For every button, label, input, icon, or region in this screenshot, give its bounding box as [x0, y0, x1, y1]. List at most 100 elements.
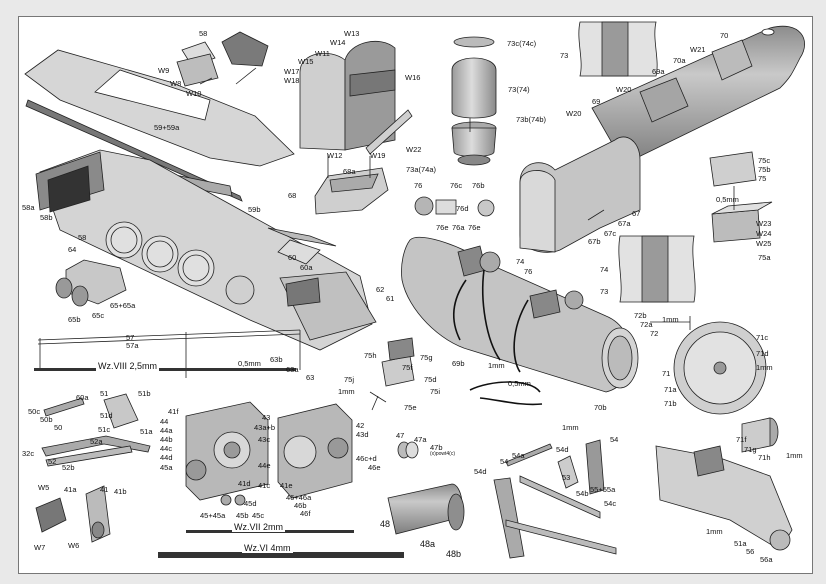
label-70: 70: [720, 31, 729, 40]
label-73c: 73c(74c): [507, 39, 537, 48]
label-0-5mm-75: 0,5mm: [716, 195, 739, 204]
part-cab-w11-w19: [299, 40, 413, 155]
label-75g: 75g: [420, 353, 433, 362]
label-w12: W12: [327, 151, 343, 160]
scale-label-vi: Wz.VI 4mm: [242, 543, 293, 553]
label-67c: 67c: [604, 229, 617, 238]
label-46cd: 46c+d: [356, 454, 377, 463]
label-69: 69: [592, 97, 601, 106]
part-41-bracket: [35, 485, 111, 543]
label-w7: W7: [34, 543, 46, 552]
label-1mm-72: 1mm: [662, 315, 679, 324]
label-w23: W23: [756, 219, 772, 228]
label-71g: 71g: [744, 445, 757, 454]
label-63: 63: [306, 373, 315, 382]
part-71-smokebox-door: [673, 321, 767, 415]
label-45-45a: 45+45a: [200, 511, 226, 520]
label-54-left: 54: [500, 457, 509, 466]
label-w24: W24: [756, 229, 772, 238]
label-43: 43: [262, 413, 271, 422]
label-60: 60: [288, 253, 297, 262]
label-76a: 76a: [452, 223, 465, 232]
label-75d: 75d: [424, 375, 437, 384]
label-1mm-56: 1mm: [706, 527, 723, 536]
label-60a-linkage: 60a: [76, 393, 89, 402]
label-51: 51: [100, 389, 109, 398]
part-67-firebox: [519, 136, 641, 253]
label-1mm-75: 1mm: [338, 387, 355, 396]
label-1mm-71: 1mm: [756, 363, 773, 372]
part-54-valve-gear: [493, 439, 617, 559]
label-50c: 50c: [28, 407, 41, 416]
part-boiler-assembly: [401, 236, 639, 393]
label-71c: 71c: [756, 333, 769, 342]
label-75e: 75e: [404, 403, 417, 412]
label-75h: 75h: [364, 351, 377, 360]
label-58a: 58a: [22, 203, 35, 212]
part-56-crosshead-assembly: [655, 445, 793, 551]
label-43d: 43d: [356, 430, 369, 439]
label-47b: 47b: [430, 443, 443, 452]
label-45c: 45c: [252, 511, 265, 520]
label-54d: 54d: [474, 467, 487, 476]
label-45b: 45b: [236, 511, 249, 520]
label-70a: 70a: [673, 56, 686, 65]
label-46-46a: 46+46a: [286, 493, 312, 502]
label-47a: 47a: [414, 435, 427, 444]
part-cylinder-left: [185, 401, 269, 501]
label-68a: 68a: [343, 167, 356, 176]
part-75-fittings-small: [369, 337, 415, 411]
scale-label-viii: Wz.VIII 2,5mm: [96, 361, 160, 371]
label-w19: W19: [370, 151, 386, 160]
label-57: 57: [126, 333, 135, 342]
part-pipes: [452, 269, 543, 406]
label-41f: 41f: [168, 407, 179, 416]
part-59-running-board: [24, 49, 295, 202]
label-76e: 76e: [436, 223, 449, 232]
label-52a: 52a: [90, 437, 103, 446]
label-60a: 60a: [300, 263, 313, 272]
label-54d-top: 54d: [556, 445, 569, 454]
label-1mm-54: 1mm: [562, 423, 579, 432]
label-44b: 44b: [160, 435, 173, 444]
label-44c: 44c: [160, 444, 173, 453]
label-44e: 44e: [258, 461, 271, 470]
part-60: [267, 227, 337, 265]
label-59: 59+59a: [154, 123, 180, 132]
label-w10: W10: [186, 89, 202, 98]
label-w25: W25: [756, 239, 772, 248]
label-75c: 75c: [758, 156, 771, 165]
label-64: 64: [68, 245, 77, 254]
label-47: 47: [396, 431, 405, 440]
label-72b: 72b: [634, 311, 647, 320]
label-0-5mm-boiler: 0,5mm: [508, 379, 531, 388]
label-68: 68: [288, 191, 297, 200]
label-w16: W16: [405, 73, 421, 82]
assembly-arrows: [199, 67, 735, 330]
label-1mm-boiler: 1mm: [488, 361, 505, 370]
label-45d: 45d: [244, 499, 257, 508]
label-65-65a: 65+65a: [110, 301, 136, 310]
label-54c: 54c: [604, 499, 617, 508]
label-54b: 54b: [576, 489, 589, 498]
label-67: 67: [632, 209, 641, 218]
label-75: 75: [758, 174, 767, 183]
label-69a: 69a: [652, 67, 665, 76]
label-w6: W6: [68, 541, 80, 550]
part-cylinder-right: [277, 403, 353, 499]
label-71a: 71a: [664, 385, 677, 394]
part-76-fittings: [414, 196, 495, 217]
label-67b: 67b: [588, 237, 601, 246]
label-76: 76: [414, 181, 423, 190]
label-w20-top: W20: [616, 85, 632, 94]
label-w17: W17: [284, 67, 300, 76]
label-w11: W11: [315, 49, 330, 58]
label-52b: 52b: [62, 463, 75, 472]
label-53: 53: [562, 473, 571, 482]
label-w22: W22: [406, 145, 422, 154]
label-w9: W9: [158, 66, 170, 75]
label-w13: W13: [344, 29, 360, 38]
label-52: 52: [48, 457, 57, 466]
label-63a: 63a: [286, 365, 299, 374]
